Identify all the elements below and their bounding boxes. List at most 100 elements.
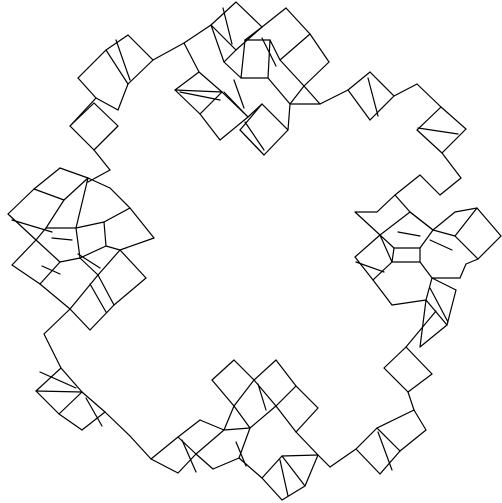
tile-diagonal [77, 253, 101, 269]
figure-line [329, 448, 357, 468]
figure-line [355, 448, 381, 475]
figure-line [199, 91, 223, 115]
figure-line [35, 239, 61, 263]
figure-line [129, 207, 155, 239]
figure-line [261, 455, 283, 479]
figure-line [127, 34, 154, 61]
figure-line [177, 419, 201, 438]
figure-line [59, 257, 81, 263]
figure-line [355, 427, 378, 450]
figure-line [275, 359, 297, 387]
figure-line [119, 249, 147, 279]
figure-line [11, 239, 37, 266]
figure-line [244, 26, 263, 41]
figure-line [177, 436, 197, 455]
figure-line [304, 454, 319, 487]
figure-line [319, 89, 349, 105]
figure-line [279, 59, 305, 87]
figure-line [75, 177, 89, 229]
figure-line [221, 91, 249, 118]
figure-line [416, 106, 442, 131]
figure-line [210, 24, 225, 63]
figure-line [419, 299, 427, 348]
figure-line [431, 277, 457, 291]
figure-line [195, 429, 225, 455]
figure-line [60, 367, 83, 393]
figure-line [354, 256, 374, 281]
figure-line [238, 457, 263, 479]
figure-line [95, 97, 119, 111]
figure-line [281, 455, 306, 487]
figure-line [394, 174, 421, 196]
tile-diagonal [11, 219, 53, 233]
figure-line [432, 211, 456, 231]
figure-line [303, 61, 330, 87]
figure-line [235, 1, 263, 28]
figure-line [287, 103, 291, 131]
figure-line [239, 129, 265, 156]
figure-line [117, 83, 129, 111]
figure-line [174, 89, 201, 115]
figure-line [233, 405, 251, 429]
figure-line [77, 77, 97, 99]
figure-line [199, 419, 225, 431]
figure-line [7, 213, 37, 241]
tile-diagonal [355, 261, 385, 273]
figure-line [425, 277, 433, 301]
figure-line [223, 405, 235, 431]
figure-line [150, 458, 179, 474]
figure-line [439, 177, 462, 196]
figure-line [275, 405, 297, 433]
figure-line [105, 49, 129, 85]
figure-line [210, 1, 237, 26]
figure-line [383, 367, 409, 393]
figure-line [43, 333, 62, 369]
figure-line [79, 257, 99, 276]
figure-line [58, 413, 83, 431]
figure-line [104, 411, 131, 437]
figure-line [419, 229, 434, 249]
figure-line [281, 454, 319, 457]
figure-line [223, 61, 242, 79]
figure-line [223, 49, 237, 63]
figure-line [239, 103, 263, 131]
figure-line [249, 405, 277, 429]
figure-line [75, 227, 81, 259]
figure-line [379, 211, 411, 236]
figure-line [97, 274, 115, 306]
figure-line [152, 42, 185, 61]
tile-diagonal [417, 127, 459, 135]
figure-line [77, 49, 107, 79]
figure-line [275, 385, 297, 407]
figure-line [97, 249, 121, 276]
figure-line [69, 308, 91, 331]
tile-diagonal [429, 239, 453, 251]
figure-line [416, 83, 442, 108]
figure-line [369, 95, 395, 121]
figure-line [295, 431, 319, 456]
tile-diagonal [39, 371, 77, 389]
figure-line [383, 346, 407, 369]
figure-line [446, 289, 457, 326]
figure-line [413, 409, 427, 431]
figure-line [177, 453, 197, 474]
figure-line [174, 89, 223, 93]
figure-line [465, 258, 479, 265]
figure-line [199, 113, 221, 141]
figure-line [261, 7, 287, 28]
figure-line [379, 450, 401, 475]
tile-diagonal [279, 459, 289, 497]
figure-line [393, 83, 418, 97]
figure-line [81, 391, 106, 413]
figure-line [35, 367, 62, 392]
tile-diagonal [261, 37, 277, 67]
figure-line [285, 7, 311, 35]
figure-line [279, 33, 311, 61]
figure-line [407, 391, 415, 411]
tile-diagonal [51, 237, 73, 241]
figure-line [376, 409, 415, 429]
figure-line [89, 304, 115, 331]
figure-line [454, 207, 478, 237]
figure-line [69, 125, 95, 151]
figure-line [39, 283, 71, 310]
